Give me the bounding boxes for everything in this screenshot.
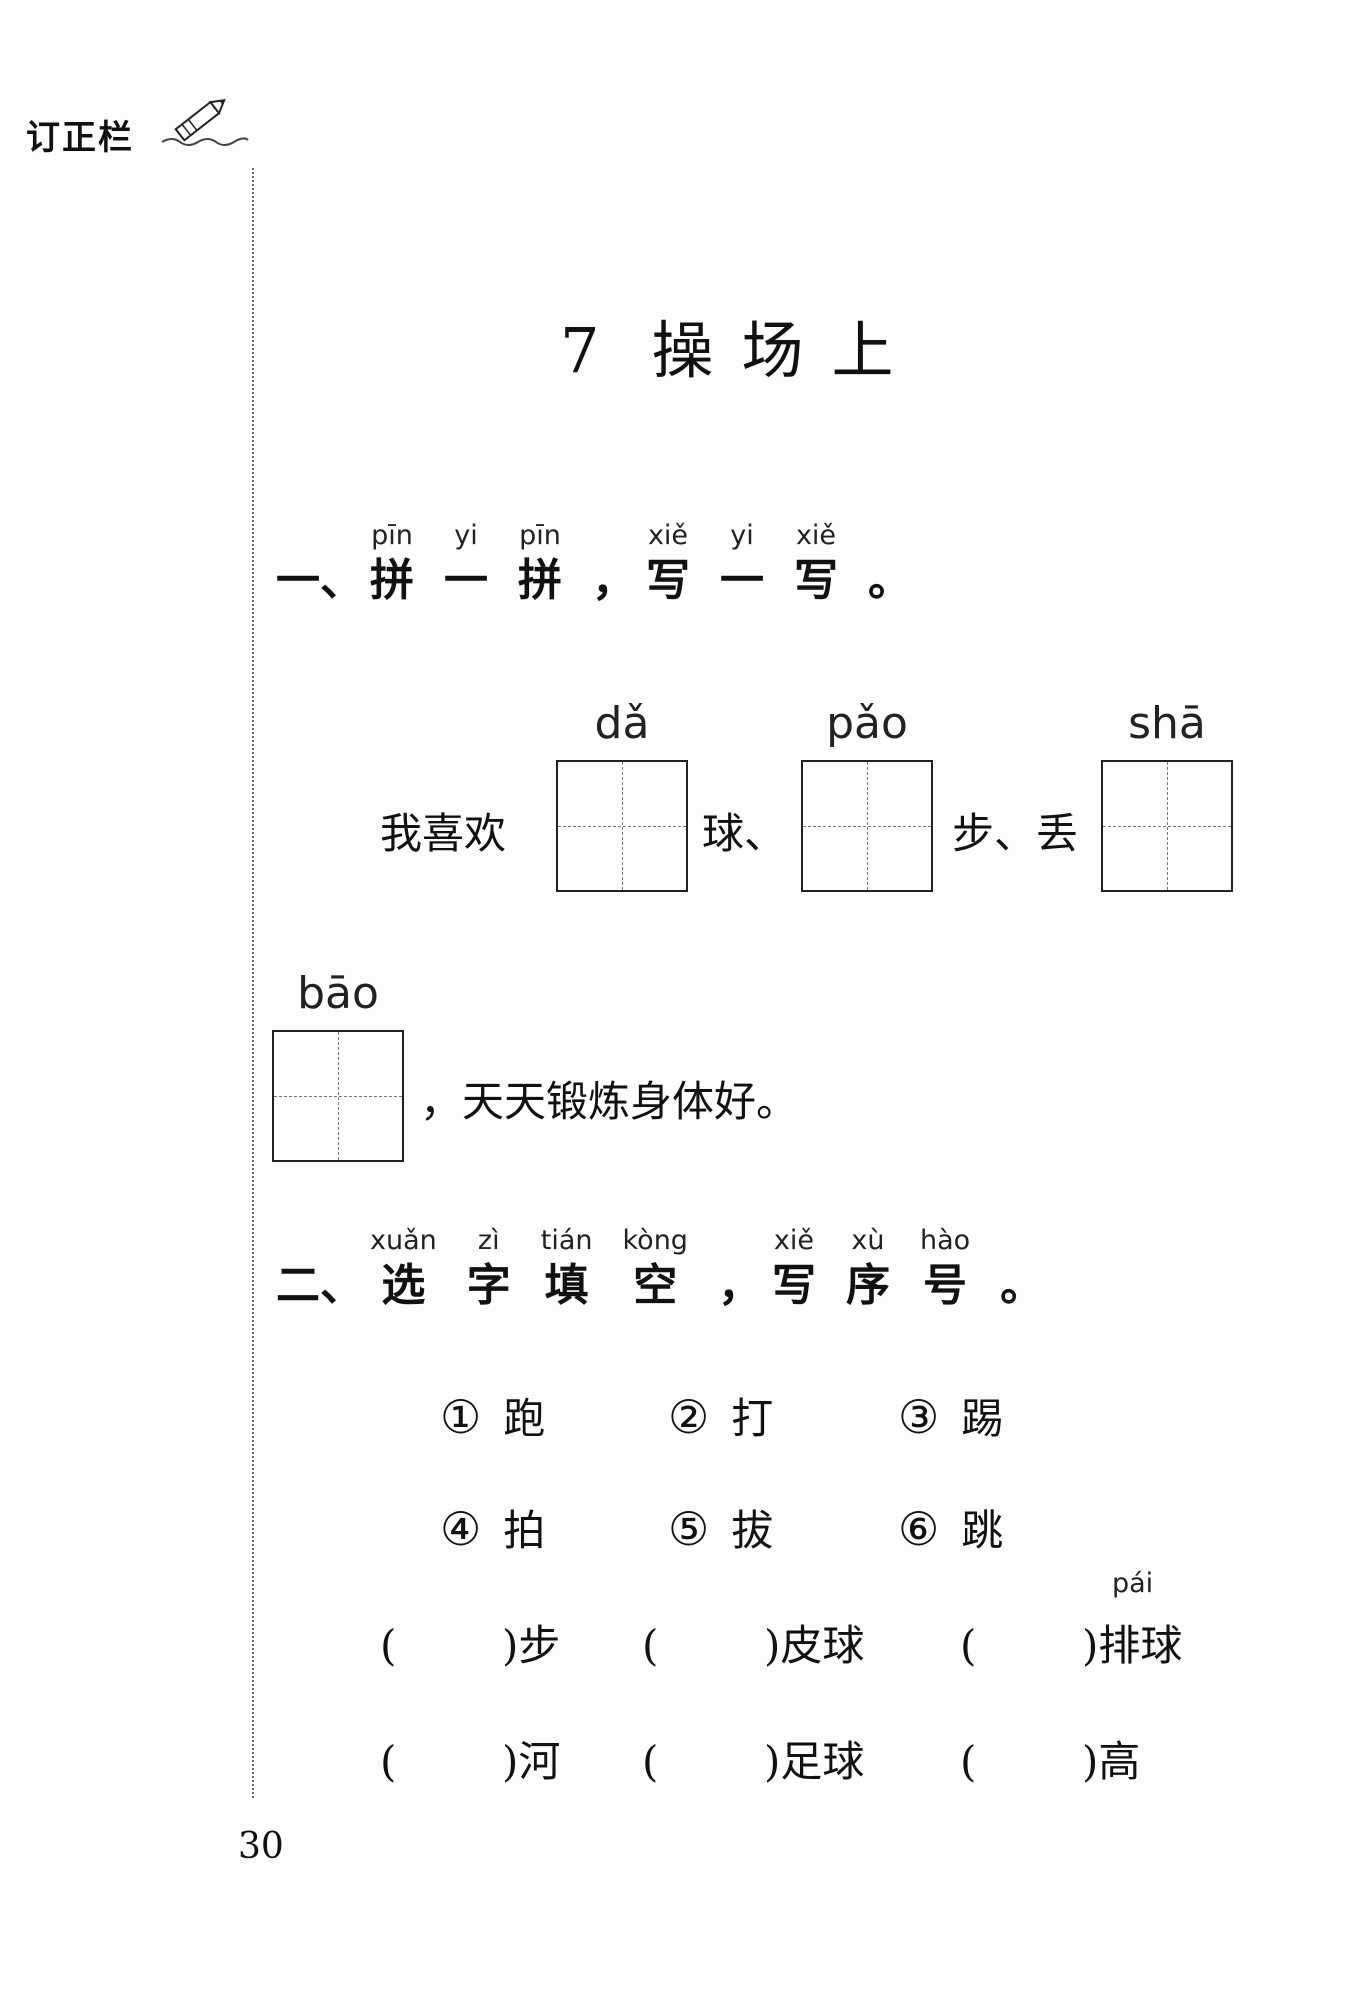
sentence-fragment: 步、丢 xyxy=(952,809,1079,858)
correction-column-divider xyxy=(252,168,254,1798)
writing-box-da[interactable] xyxy=(556,760,688,892)
pencil-icon xyxy=(161,99,249,146)
title-char: 上 xyxy=(831,314,894,387)
heading-char: ， xyxy=(717,1260,762,1311)
blank-2[interactable]: ()皮球 xyxy=(642,1621,865,1670)
title-char: 场 xyxy=(741,314,804,387)
sentence-fragment: 球、 xyxy=(702,809,787,858)
blank-3[interactable]: ()排球 xyxy=(960,1621,1183,1670)
blank-5[interactable]: ()足球 xyxy=(642,1737,865,1786)
heading-char: ， xyxy=(592,555,636,606)
box-pinyin: pǎo xyxy=(826,698,908,749)
sentence-start: 我喜欢 xyxy=(380,809,507,858)
blank-4[interactable]: ()河 xyxy=(380,1737,561,1786)
sentence-end: ，天天锻炼身体好。 xyxy=(420,1077,799,1126)
writing-box-bao[interactable] xyxy=(272,1030,404,1162)
correction-column-label: 订正栏 xyxy=(26,118,134,158)
lesson-number: 7 xyxy=(560,314,600,387)
writing-box-pao[interactable] xyxy=(801,760,933,892)
box-pinyin: dǎ xyxy=(594,698,650,749)
writing-box-sha[interactable] xyxy=(1101,760,1233,892)
heading-char: 。 xyxy=(1000,1260,1045,1311)
heading-char: 一、 xyxy=(276,555,364,606)
pai-pinyin: pái xyxy=(1112,1568,1154,1599)
blank-1[interactable]: ()步 xyxy=(380,1621,561,1670)
box-pinyin: bāo xyxy=(297,968,379,1019)
box-pinyin: shā xyxy=(1128,698,1206,749)
heading-char: 。 xyxy=(868,555,912,606)
page-number: 30 xyxy=(238,1826,284,1867)
heading-char: 二、 xyxy=(276,1260,364,1311)
blank-6[interactable]: ()高 xyxy=(960,1737,1141,1786)
title-char: 操 xyxy=(651,314,714,387)
